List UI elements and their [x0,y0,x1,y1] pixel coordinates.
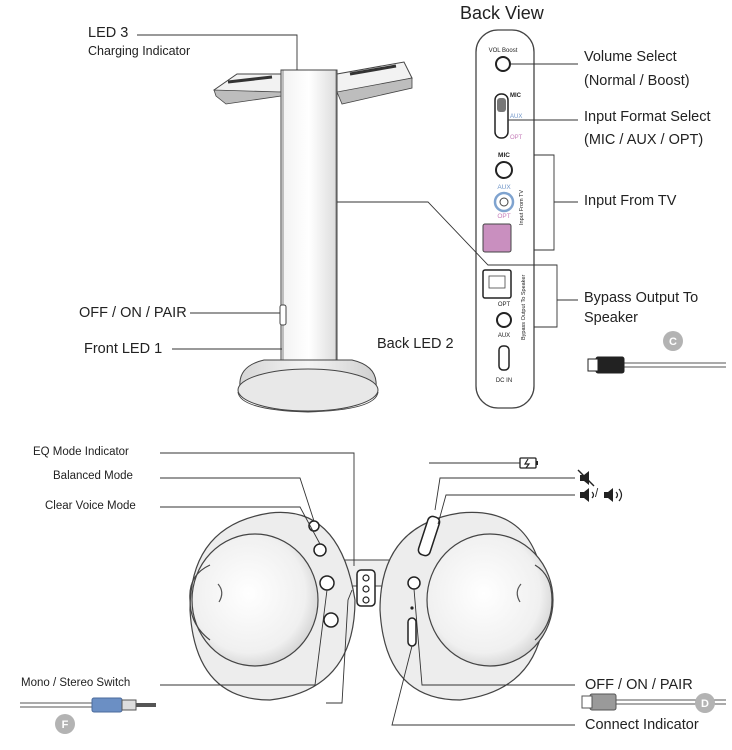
dc-in-port [498,345,510,371]
left-aux-port [323,612,339,628]
dc-in-text: DC IN [496,378,512,384]
volume-icon [580,488,595,502]
back-panel [475,29,535,409]
volume-boost-button [495,56,511,72]
aux-switch-text: AUX [510,114,522,120]
mic-switch-text: MIC [510,93,522,99]
left-earcup [189,511,356,701]
volume-rocker [417,515,441,557]
input-format-select-label: Input Format Select [584,109,711,125]
badge-c: C [663,331,683,351]
clear-voice-button [313,543,327,557]
opt-out-text: OPT [498,302,511,308]
connect-indicator-label: Connect Indicator [585,717,699,733]
cable-c [587,356,726,374]
svg-text:C: C [669,336,677,348]
led3-label: LED 3 [88,25,129,41]
stand-off-on-pair-label: OFF / ON / PAIR [79,305,187,321]
cable-f [20,697,156,713]
charging-stand [213,61,413,413]
volume-up-icon [604,488,623,502]
usb-c-port [407,617,417,647]
cable-d [581,693,726,711]
input-from-tv-label: Input From TV [584,193,677,209]
opt-port-text: OPT [497,213,510,220]
mic-port-text: MIC [498,152,510,159]
charging-indicator-label: Charging Indicator [88,44,191,58]
clear-voice-mode-label: Clear Voice Mode [45,500,136,512]
headphones [189,511,554,701]
back-led2-label: Back LED 2 [377,336,454,352]
battery-charging-icon [519,457,538,469]
mic-input-port [495,161,513,179]
volume-separator: / [595,488,599,500]
bypass-output-label-line1: Bypass Output To [584,290,699,306]
stand-power-switch [279,304,287,326]
headset-off-on-pair-label: OFF / ON / PAIR [585,677,693,693]
aux-output-port [496,312,512,328]
balanced-mode-label: Balanced Mode [53,470,133,482]
bypass-output-label-line2: Speaker [584,310,639,326]
input-format-switch-knob [497,98,506,112]
front-led1-label: Front LED 1 [84,341,163,357]
mono-stereo-switch-label: Mono / Stereo Switch [21,677,131,689]
volume-select-label: Volume Select [584,49,677,65]
badge-f: F [55,714,75,734]
input-format-select-sub-label: (MIC / AUX / OPT) [584,132,704,148]
right-earcup [379,511,554,701]
volume-select-sub-label: (Normal / Boost) [584,73,690,89]
mono-stereo-switch [319,575,335,591]
back-view-title: Back View [460,3,544,23]
right-power-button [407,576,421,590]
connect-indicator-led [410,606,414,610]
svg-text:F: F [62,719,69,731]
aux-out-text: AUX [498,333,510,339]
vol-boost-text: VOL Boost [489,48,518,54]
input-from-tv-vertical-text: Input From TV [519,190,525,225]
mute-icon [577,469,595,487]
badge-d: D [695,693,715,713]
leader-lines [137,34,578,726]
bypass-vertical-text: Bypass Output To Speaker [521,275,527,340]
optical-input-port [482,223,512,253]
svg-text:D: D [701,698,709,710]
eq-mode-indicator-label: EQ Mode Indicator [33,446,129,458]
panel-text: VOL Boost MIC AUX OPT MIC AUX OPT Input … [489,48,527,384]
aux-port-text: AUX [497,184,511,191]
opt-switch-text: OPT [510,135,523,141]
